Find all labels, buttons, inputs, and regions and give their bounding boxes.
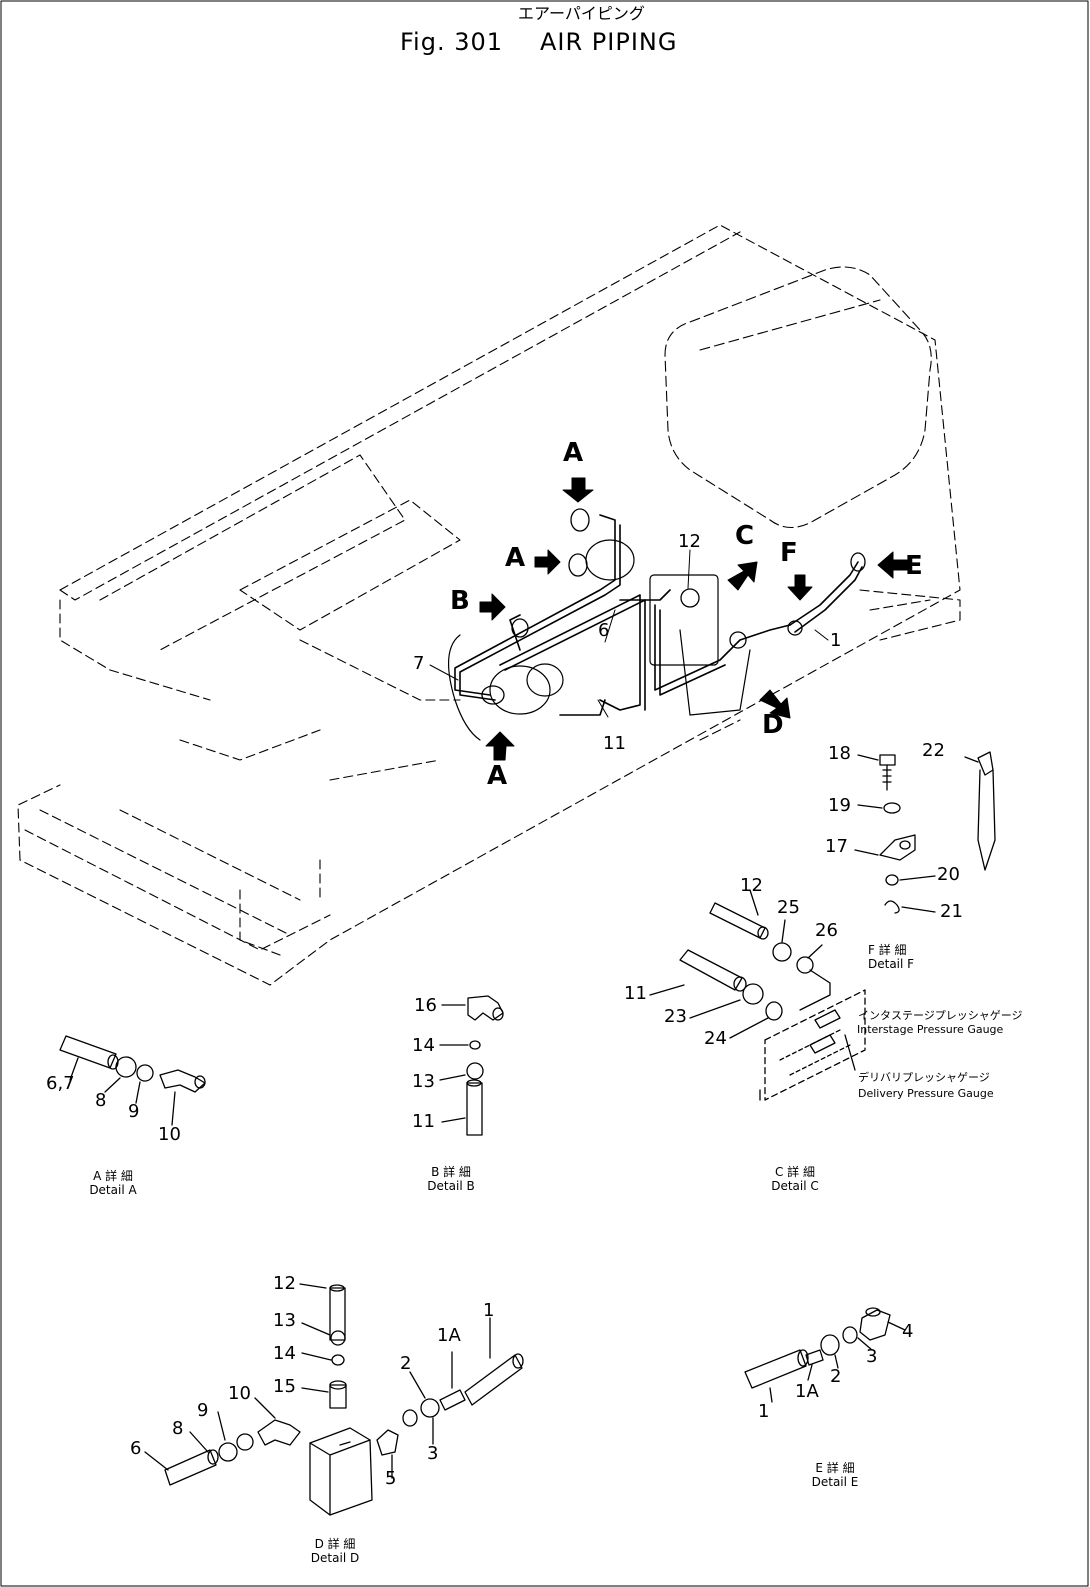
detail-c-caption-en: Detail C [771, 1178, 819, 1193]
part-label-6: 6 [598, 620, 610, 641]
detail-d-caption-en: Detail D [310, 1550, 360, 1565]
part-label-11: 11 [603, 733, 626, 754]
machine-chassis-outline [17, 224, 961, 986]
part-label-1: 1 [830, 630, 842, 651]
detail-b-caption-jp: B 詳 細 [431, 1165, 471, 1179]
callout-e: E [905, 551, 923, 581]
tank-block-outline [664, 266, 932, 529]
detail-a-caption-en: Detail A [89, 1182, 137, 1197]
callout-arrows [479, 477, 908, 761]
detail-e-caption: E 詳 細 Detail E [800, 1461, 870, 1490]
main-fittings [481, 508, 866, 705]
callout-a-mid: A [505, 543, 526, 573]
callout-c: C [735, 521, 755, 551]
part-label-6-d: 6 [130, 1438, 142, 1459]
part-label-13-d: 13 [273, 1310, 296, 1331]
detail-f-caption: F 詳 細 Detail F [868, 943, 928, 972]
detail-b-caption-en: Detail B [427, 1178, 475, 1193]
detail-b-caption: B 詳 細 Detail B [416, 1165, 486, 1194]
part-label-13-b: 13 [412, 1071, 435, 1092]
part-label-1-d: 1 [483, 1300, 495, 1321]
part-label-26: 26 [815, 920, 838, 941]
part-label-2-e: 2 [830, 1366, 842, 1387]
part-label-14-b: 14 [412, 1035, 435, 1056]
detail-a-caption: A 詳 細 Detail A [78, 1169, 148, 1198]
detail-d-art [144, 1283, 524, 1516]
callout-f: F [780, 538, 798, 568]
part-label-2-d: 2 [400, 1353, 412, 1374]
interstage-gauge-en: Interstage Pressure Gauge [857, 1023, 1004, 1036]
detail-f-caption-en: Detail F [868, 956, 915, 971]
part-label-11-b: 11 [412, 1111, 435, 1132]
part-label-17: 17 [825, 836, 848, 857]
part-label-15: 15 [273, 1376, 296, 1397]
part-label-7: 7 [413, 653, 425, 674]
part-label-5: 5 [385, 1468, 397, 1489]
part-label-16: 16 [414, 995, 437, 1016]
detail-c-caption: C 詳 細 Detail C [760, 1165, 830, 1194]
callout-b: B [450, 586, 470, 616]
part-label-1a-d: 1A [437, 1325, 461, 1346]
part-label-25: 25 [777, 897, 800, 918]
detail-f-caption-jp: F 詳 細 [868, 943, 907, 957]
part-label-9: 9 [128, 1101, 140, 1122]
part-label-24: 24 [704, 1028, 727, 1049]
delivery-gauge-jp: デリバリプレッシャゲージ [858, 1071, 990, 1084]
part-label-9-d: 9 [197, 1400, 209, 1421]
part-label-8-d: 8 [172, 1418, 184, 1439]
main-leaders [429, 549, 829, 718]
detail-a-art [59, 1035, 206, 1126]
callout-a-bottom: A [487, 761, 508, 791]
callout-d: D [762, 710, 784, 740]
detail-c-caption-jp: C 詳 細 [774, 1165, 815, 1179]
detail-e-art [744, 1307, 906, 1403]
part-label-12-d: 12 [273, 1273, 296, 1294]
detail-a-caption-jp: A 詳 細 [93, 1169, 133, 1183]
part-label-11-c: 11 [624, 983, 647, 1004]
page-title: AIR PIPING [540, 28, 678, 56]
part-label-3-d: 3 [427, 1443, 439, 1464]
detail-b-art [439, 995, 504, 1136]
detail-d-caption-jp: D 詳 細 [314, 1537, 356, 1551]
detail-f-art [854, 751, 996, 914]
part-label-12-c: 12 [740, 875, 763, 896]
detail-c-art [649, 889, 866, 1101]
detail-e-caption-en: Detail E [811, 1474, 859, 1489]
part-label-21: 21 [940, 901, 963, 922]
title-japanese: エアーパイピング [518, 4, 645, 23]
part-label-1-e: 1 [758, 1401, 770, 1422]
part-label-8: 8 [95, 1090, 107, 1111]
part-label-12: 12 [678, 531, 701, 552]
part-label-19: 19 [828, 795, 851, 816]
part-label-4-e: 4 [902, 1321, 914, 1342]
part-label-14-d: 14 [273, 1343, 296, 1364]
detail-e-caption-jp: E 詳 細 [815, 1461, 855, 1475]
part-label-10: 10 [158, 1124, 181, 1145]
callout-a-top: A [563, 438, 584, 468]
part-label-22: 22 [922, 740, 945, 761]
figure-number: Fig. 301 [400, 28, 504, 56]
part-label-18: 18 [828, 743, 851, 764]
part-label-3-e: 3 [866, 1346, 878, 1367]
delivery-gauge-en: Delivery Pressure Gauge [858, 1087, 994, 1100]
part-label-1a-e: 1A [795, 1381, 819, 1402]
part-label-20: 20 [937, 864, 960, 885]
part-label-10-d: 10 [228, 1383, 251, 1404]
interstage-gauge-jp: インタステージプレッシャゲージ [858, 1009, 1023, 1022]
part-label-23: 23 [664, 1006, 687, 1027]
detail-d-caption: D 詳 細 Detail D [300, 1537, 370, 1566]
part-label-6-7: 6,7 [46, 1073, 75, 1094]
